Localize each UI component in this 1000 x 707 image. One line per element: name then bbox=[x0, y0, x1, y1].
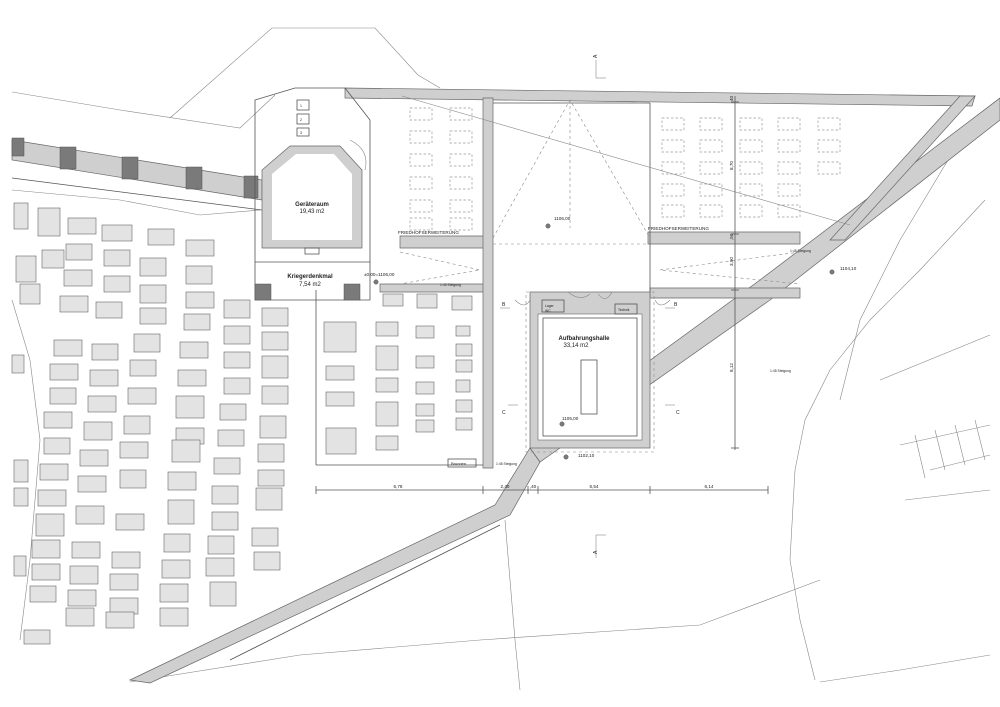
projection-lines bbox=[399, 95, 851, 453]
dim-label-2: 2,40 bbox=[501, 484, 510, 489]
geraete-room-area: 19,43 m2 bbox=[299, 209, 325, 215]
level-label-2: 1106,00 bbox=[554, 216, 571, 221]
planned-graves bbox=[409, 107, 841, 231]
section-mark-b-left: B bbox=[502, 302, 506, 308]
chapel-building bbox=[254, 87, 371, 301]
dim-label-3: ,40 bbox=[530, 484, 537, 489]
geraete-room-name: Geräteraum bbox=[295, 202, 329, 208]
hall-room-label-1: Lager bbox=[545, 304, 555, 308]
chapel-small-label-1: 1 bbox=[300, 104, 302, 108]
level-label-5: 1102,10 bbox=[578, 453, 595, 458]
dim-label-v4: 40 bbox=[729, 95, 734, 101]
section-mark-a-top: A bbox=[593, 54, 599, 58]
section-mark-c-left: C bbox=[502, 410, 506, 416]
terrain-lines bbox=[11, 27, 991, 691]
level-markers bbox=[373, 223, 835, 460]
level-label-4: 1105,00 bbox=[562, 416, 579, 421]
old-cemetery-wall bbox=[11, 137, 263, 211]
dimension-chain bbox=[315, 96, 769, 494]
dim-label-4: 6,54 bbox=[590, 484, 599, 489]
existing-graves bbox=[11, 202, 477, 645]
aufbahrung-room-area: 33,14 m2 bbox=[563, 343, 589, 349]
fountain-label: Brunnen bbox=[451, 461, 466, 466]
boundary-walls bbox=[315, 87, 976, 469]
slope-label-2: 1:45 Steigung bbox=[790, 249, 811, 253]
section-mark-b-right: B bbox=[674, 302, 678, 308]
slope-label-3: 1:45 Steigung bbox=[770, 369, 791, 373]
dim-label-v3: 8,12 bbox=[729, 363, 734, 372]
hall-room-label-3: Technik bbox=[618, 308, 630, 312]
aufbahrung-room-name: Aufbahrungshalle bbox=[558, 336, 610, 342]
mortuary-hall bbox=[514, 291, 671, 449]
hall-room-label-2: WC bbox=[545, 309, 551, 313]
dim-label-v2: 3,90 bbox=[729, 257, 734, 266]
level-label-1: ±0,00=1106,00 bbox=[364, 272, 395, 277]
denkmal-room-name: Kriegerdenkmal bbox=[287, 274, 333, 280]
dim-label-5: 6,14 bbox=[705, 484, 714, 489]
chapel-small-label-3: 3 bbox=[300, 131, 302, 135]
extension-label-left: FRIEDHOFSERWEITERUNG bbox=[398, 230, 459, 235]
section-mark-c-right: C bbox=[676, 410, 680, 416]
slope-label-4: 1:45 Steigung bbox=[496, 462, 517, 466]
dim-label-v5: ,50 bbox=[729, 233, 734, 240]
dim-label-1: 6,78 bbox=[394, 484, 403, 489]
dim-label-v1: 8,70 bbox=[729, 161, 734, 170]
level-label-3: 1104,10 bbox=[840, 266, 857, 271]
denkmal-room-area: 7,54 m2 bbox=[299, 282, 321, 288]
section-mark-a-bottom: A bbox=[593, 550, 599, 554]
extension-label-right: FRIEDHOFSERWEITERUNG bbox=[648, 226, 709, 231]
slope-label-1: 1:45 Steigung bbox=[440, 283, 461, 287]
chapel-small-label-2: 2 bbox=[300, 118, 302, 122]
section-lines bbox=[500, 60, 675, 558]
